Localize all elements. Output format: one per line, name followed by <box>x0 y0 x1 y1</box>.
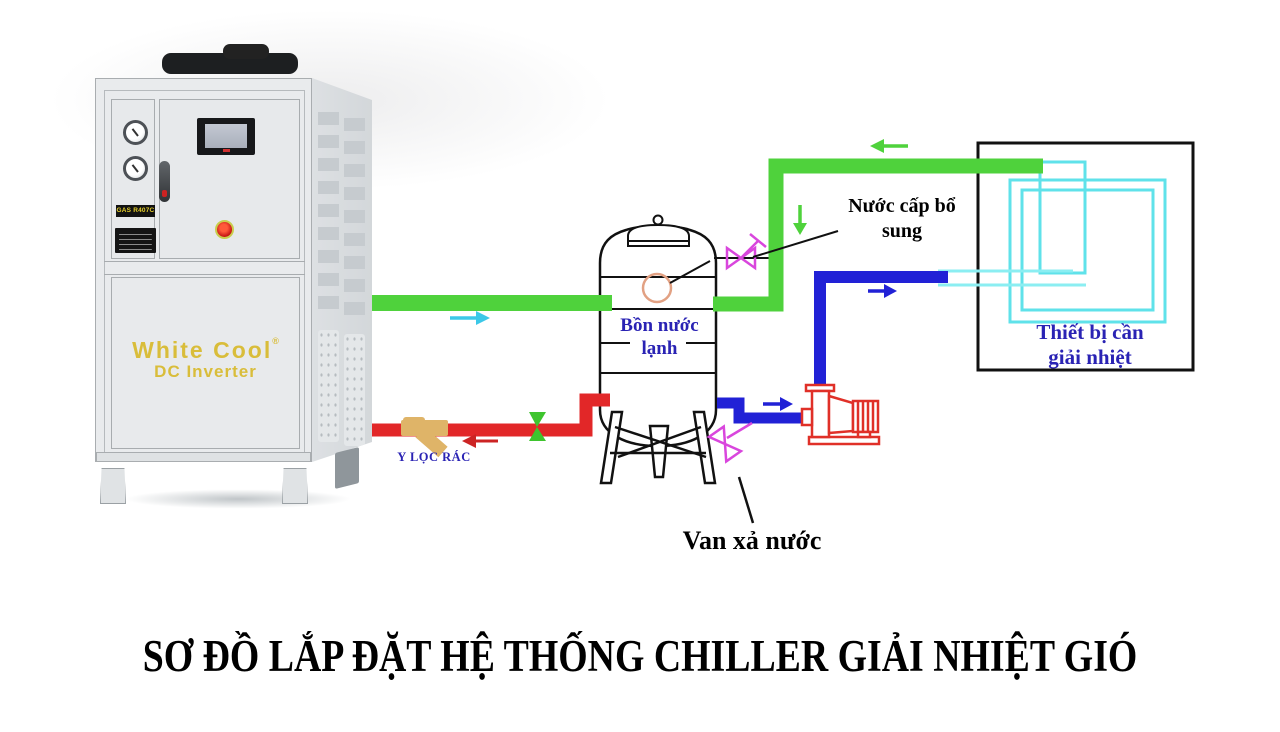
side-louvers <box>318 112 339 319</box>
control-display[interactable] <box>197 118 255 155</box>
tank-body <box>598 225 718 448</box>
brand-text: White Cool <box>132 337 273 363</box>
flow-arrow-cyan-right <box>450 311 490 325</box>
base-trim <box>96 452 311 462</box>
panel-divider <box>104 261 305 275</box>
makeup-water-label: Nước cấp bổ sung <box>848 195 956 242</box>
flow-arrow-green-down <box>793 205 807 235</box>
drain-valve-label: Van xả nước <box>682 526 822 555</box>
model-text: DC Inverter <box>154 362 257 381</box>
tank-cap <box>627 214 690 247</box>
water-tank <box>598 214 718 485</box>
tank-seams <box>601 276 715 374</box>
heat-exchanger-coil <box>938 160 1167 324</box>
tank-level-line <box>669 260 711 284</box>
water-pump <box>800 383 881 446</box>
chiller-leg-right <box>282 468 308 504</box>
tank-legs <box>599 410 717 485</box>
chiller-leg-left <box>100 468 126 504</box>
pipe-tank-to-chiller-red <box>362 393 610 437</box>
equipment-label: Thiết bị cần giải nhiệt <box>1036 320 1144 369</box>
chiller-unit: GAS R407C White Cool® DC Inverter <box>93 40 383 510</box>
pipe-tank-to-pump-blue <box>717 397 806 424</box>
side-louvers <box>344 118 365 325</box>
chiller-front-panel: GAS R407C White Cool® DC Inverter <box>95 78 312 462</box>
pressure-gauge-high <box>123 120 148 145</box>
y-strainer <box>401 417 448 458</box>
display-indicator <box>223 149 230 152</box>
side-vent-panel <box>318 330 339 442</box>
sight-glass-indicator <box>162 190 167 197</box>
tank-level-port <box>641 272 673 304</box>
name-plate <box>115 228 156 253</box>
drain-label-pointer <box>737 476 755 524</box>
inline-green-valve <box>529 412 546 441</box>
registered-mark: ® <box>272 336 279 346</box>
pipe-pump-to-equipment-blue <box>814 271 948 391</box>
gas-type-label: GAS R407C <box>116 205 155 217</box>
diagram-title: SƠ ĐỒ LẮP ĐẶT HỆ THỐNG CHILLER GIẢI NHIỆ… <box>142 631 1138 681</box>
brand-block: White Cool® DC Inverter <box>111 336 300 382</box>
gauge-needle <box>131 128 139 137</box>
fan-hub <box>223 44 269 59</box>
drain-valve-handle <box>726 421 753 440</box>
sight-glass <box>159 161 170 202</box>
strainer-label: Y LỌC RÁC <box>397 450 471 464</box>
chiller-leg-side <box>335 447 359 489</box>
gauge-needle <box>131 164 139 173</box>
chiller-side-panel <box>312 78 372 462</box>
chiller-floor-shadow <box>88 486 388 512</box>
flow-arrow-blue-right-discharge <box>868 284 897 298</box>
makeup-water-valve <box>725 233 767 271</box>
display-screen <box>205 124 247 148</box>
pipe-equipment-to-tank-green <box>713 158 1043 312</box>
side-vent-panel <box>344 334 365 446</box>
flow-arrow-blue-right-inlet <box>763 397 793 411</box>
drain-valve <box>706 424 744 464</box>
pressure-gauge-low <box>123 156 148 181</box>
makeup-label-pointer <box>752 230 839 258</box>
emergency-stop-button[interactable] <box>215 220 234 239</box>
flow-arrow-red-left <box>462 434 498 448</box>
flow-arrow-green-left <box>870 139 908 153</box>
lower-panel <box>111 277 300 449</box>
tank-label: Bồn nước lạnh <box>620 315 699 359</box>
